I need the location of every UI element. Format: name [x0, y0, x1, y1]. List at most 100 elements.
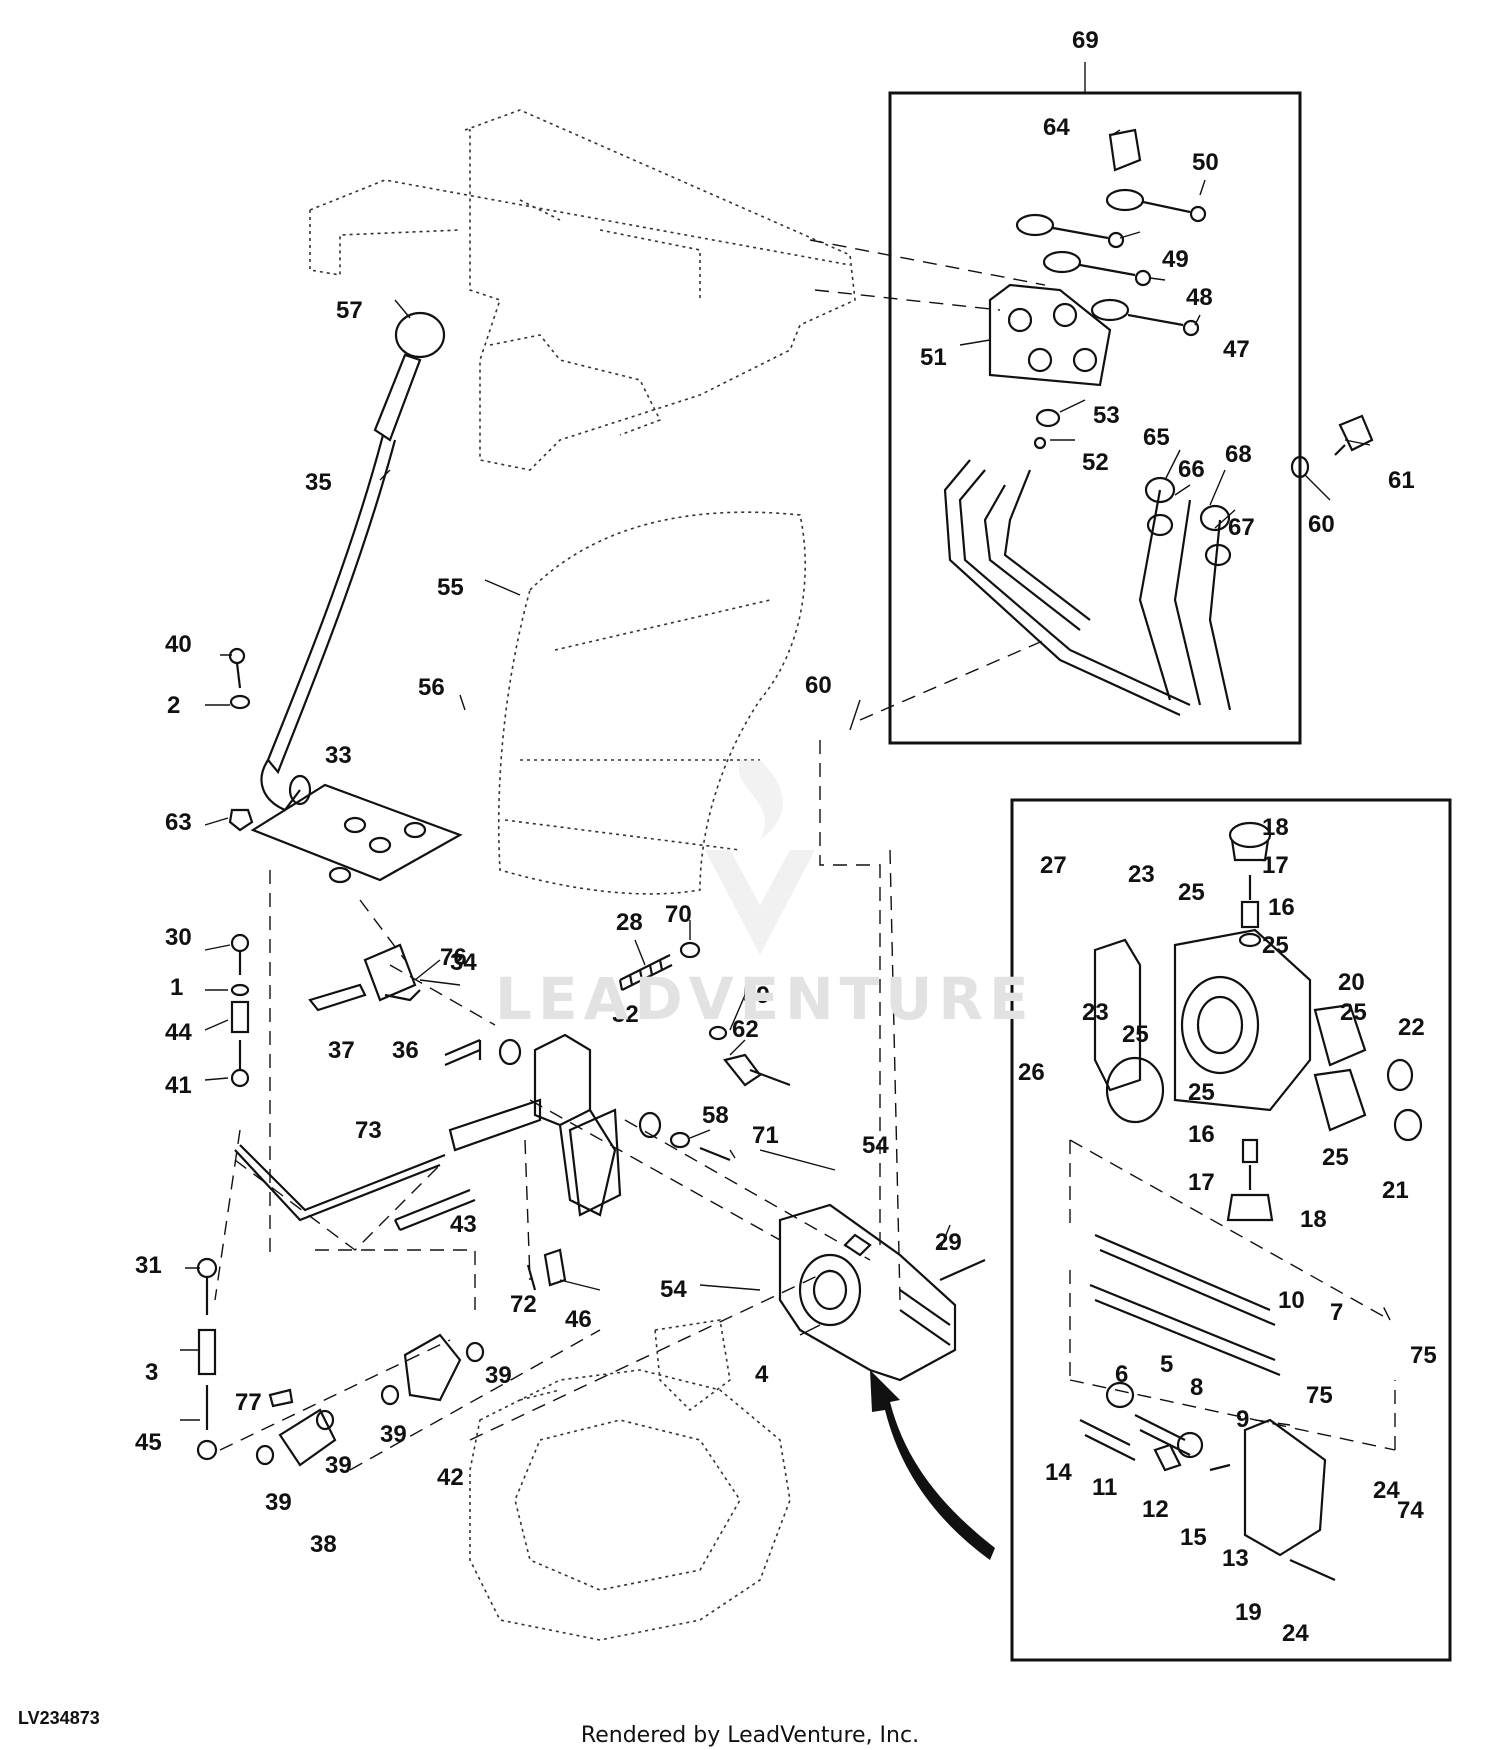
- callout: 37: [328, 1037, 355, 1064]
- callout: 25: [1322, 1144, 1349, 1171]
- fender-phantom: [497, 511, 806, 895]
- callout: 39: [265, 1489, 292, 1516]
- rod-end-upper: [230, 933, 250, 1088]
- callout: 41: [165, 1072, 192, 1099]
- callout: 15: [1180, 1524, 1207, 1551]
- callout-labels: 69 64 50 49 48 47 51 53 52 65 66 68 67 6…: [135, 27, 1437, 1647]
- linkage-38-42: [255, 1333, 485, 1467]
- callout: 61: [1388, 467, 1415, 494]
- callout: 69: [1072, 27, 1099, 54]
- control-lever: [260, 311, 446, 812]
- callout: 27: [1040, 852, 1067, 879]
- callout: 71: [752, 1122, 779, 1149]
- callout: 5: [1160, 1351, 1173, 1378]
- small-hardware-left: [228, 647, 254, 832]
- callout: 50: [1192, 149, 1219, 176]
- callout: 25: [1262, 932, 1289, 959]
- callout: 73: [355, 1117, 382, 1144]
- callout: 4: [755, 1361, 769, 1388]
- pivot-assembly: [308, 943, 482, 1067]
- tube-assembly-69: [943, 128, 1374, 716]
- callout: 32: [612, 1001, 639, 1028]
- callout: 26: [1018, 1059, 1045, 1086]
- plate-32: [448, 1033, 662, 1217]
- callout: 68: [1225, 441, 1252, 468]
- callout: 52: [1082, 449, 1109, 476]
- frame-phantom: [309, 109, 856, 471]
- callout: 47: [1223, 336, 1250, 363]
- callout: 51: [920, 344, 947, 371]
- callout: 39: [380, 1421, 407, 1448]
- callout: 45: [135, 1429, 162, 1456]
- callout: 35: [305, 469, 332, 496]
- callout: 28: [616, 909, 643, 936]
- callout: 11: [1092, 1474, 1117, 1501]
- callout: 24: [1373, 1477, 1400, 1504]
- rod-end-lower: [196, 1257, 218, 1461]
- clips-72-46: [526, 1248, 567, 1291]
- callout: 12: [1142, 1496, 1169, 1523]
- callout: 18: [1262, 814, 1289, 841]
- callout: 10: [1278, 1287, 1305, 1314]
- callout: 58: [702, 1102, 729, 1129]
- callout: 60: [1308, 511, 1335, 538]
- callout: 66: [1178, 456, 1205, 483]
- callout: 22: [1398, 1014, 1425, 1041]
- assembly-arrow: [870, 1370, 995, 1560]
- right-hardware: [669, 1025, 791, 1162]
- callout: 16: [1188, 1121, 1215, 1148]
- callout: 76: [440, 944, 467, 971]
- callout: 48: [1186, 284, 1213, 311]
- callout: 42: [437, 1464, 464, 1491]
- group-box-valve-detail: [1010, 798, 1452, 1662]
- callout: 30: [165, 924, 192, 951]
- callout: 75: [1306, 1382, 1333, 1409]
- callout: 49: [1162, 246, 1189, 273]
- callout: 21: [1382, 1177, 1409, 1204]
- callout: 1: [170, 974, 183, 1001]
- callout: 6: [1115, 1361, 1128, 1388]
- callout: 43: [450, 1211, 477, 1238]
- callout: 20: [1338, 969, 1365, 996]
- callout: 39: [325, 1452, 352, 1479]
- callout: 19: [1235, 1599, 1262, 1626]
- callout: 38: [310, 1531, 337, 1558]
- callout: 62: [732, 1016, 759, 1043]
- callout: 7: [1330, 1299, 1343, 1326]
- callout: 31: [135, 1252, 162, 1279]
- callout: 33: [325, 742, 352, 769]
- callout: 29: [935, 1229, 962, 1256]
- callout: 57: [336, 297, 363, 324]
- watermark-logo: [705, 760, 815, 955]
- callout: 44: [165, 1019, 192, 1046]
- valve-4: [778, 1203, 986, 1382]
- callout: 25: [1188, 1079, 1215, 1106]
- callout: 14: [1045, 1459, 1072, 1486]
- callout: 60: [805, 672, 832, 699]
- callout: 39: [485, 1362, 512, 1389]
- callout: 13: [1222, 1545, 1249, 1572]
- callout: 3: [145, 1359, 158, 1386]
- callout: 8: [1190, 1374, 1203, 1401]
- spring-28: [618, 941, 701, 991]
- callout: 16: [1268, 894, 1295, 921]
- callout: 46: [565, 1306, 592, 1333]
- callout: 56: [418, 674, 445, 701]
- callout: 67: [1228, 514, 1255, 541]
- leader-lines: [180, 129, 1371, 1421]
- callout: 40: [165, 631, 192, 658]
- callout: 59: [743, 982, 770, 1009]
- callout: 17: [1188, 1169, 1215, 1196]
- callout: 25: [1178, 879, 1205, 906]
- callout: 55: [437, 574, 464, 601]
- callout: 34: [450, 949, 477, 976]
- callout: 36: [392, 1037, 419, 1064]
- callout: 53: [1093, 402, 1120, 429]
- watermark-text: LEADVENTURE: [495, 965, 1035, 1033]
- callout: 25: [1122, 1021, 1149, 1048]
- assembly-dash-lines: [214, 239, 1396, 1471]
- callout: 54: [660, 1276, 687, 1303]
- callout: 18: [1300, 1206, 1327, 1233]
- render-credit: Rendered by LeadVenture, Inc.: [580, 1723, 920, 1748]
